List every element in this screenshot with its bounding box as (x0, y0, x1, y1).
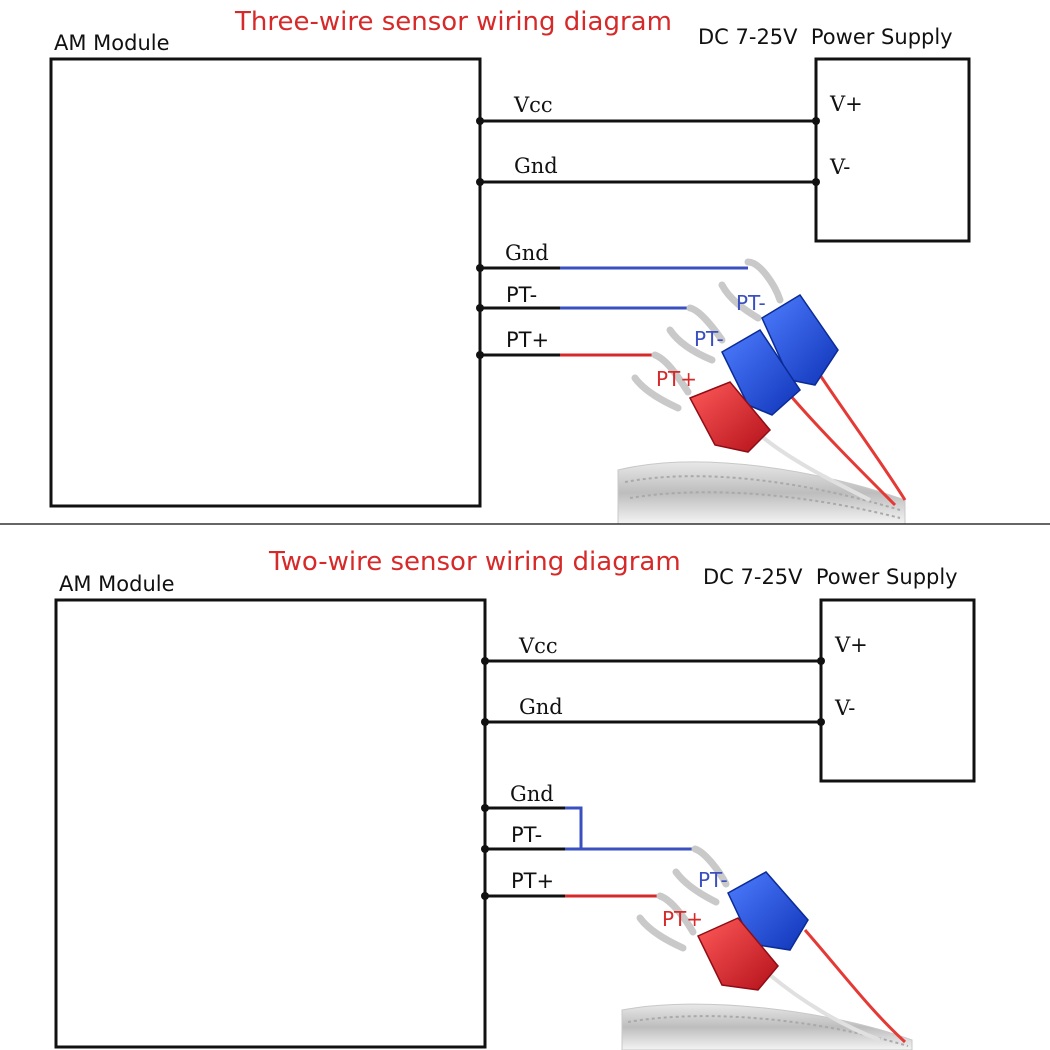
power-supply-box (819, 598, 976, 783)
junction-dot (817, 718, 825, 726)
panel-title: Three-wire sensor wiring diagram (234, 7, 672, 37)
terminal-label: PT- (694, 327, 724, 351)
am-module-box (49, 57, 482, 508)
power-supply-box (814, 57, 971, 243)
terminal-label: PT+ (656, 367, 697, 391)
pt-plus-label: PT+ (511, 869, 554, 893)
gnd-label: Gnd (519, 695, 563, 719)
gnd-label: Gnd (514, 154, 558, 178)
module-label: AM Module (59, 572, 175, 596)
gnd-pt-jumper-blue (565, 806, 583, 851)
sensor-gnd-label: Gnd (505, 241, 549, 265)
junction-dot (481, 718, 489, 726)
junction-dot (476, 351, 484, 359)
terminal-label: PT- (736, 291, 766, 315)
junction-dot (476, 178, 484, 186)
pt-plus-label: PT+ (506, 328, 549, 352)
junction-dot (812, 117, 820, 125)
vcc-label: Vcc (513, 93, 553, 117)
v-minus-label: V- (834, 696, 855, 720)
two-wire-panel: Two-wire sensor wiring diagram AM Module… (54, 547, 976, 1050)
sensor-gnd-label: Gnd (510, 782, 554, 806)
supply-label: DC 7-25V Power Supply (698, 25, 953, 49)
junction-dot (481, 892, 489, 900)
junction-dot (481, 804, 489, 812)
junction-dot (817, 657, 825, 665)
sensor-cable-illustration: PT- PT- PT+ (617, 258, 907, 525)
junction-dot (476, 304, 484, 312)
module-label: AM Module (54, 31, 170, 55)
junction-dot (481, 845, 489, 853)
v-plus-label: V+ (829, 92, 863, 116)
pt-minus-label: PT- (511, 823, 542, 847)
am-module-box (54, 598, 487, 1049)
three-wire-panel: Three-wire sensor wiring diagram AM Modu… (49, 7, 971, 525)
vcc-label: Vcc (518, 634, 558, 658)
junction-dot (476, 264, 484, 272)
v-minus-label: V- (829, 155, 850, 179)
terminal-label: PT+ (662, 907, 703, 931)
sensor-cable-illustration: PT- PT+ (621, 845, 913, 1050)
v-plus-label: V+ (834, 633, 868, 657)
junction-dot (812, 178, 820, 186)
supply-label: DC 7-25V Power Supply (703, 565, 958, 589)
pt-minus-label: PT- (506, 283, 537, 307)
junction-dot (476, 117, 484, 125)
panel-title: Two-wire sensor wiring diagram (268, 547, 681, 577)
terminal-label: PT- (698, 868, 728, 892)
junction-dot (481, 657, 489, 665)
